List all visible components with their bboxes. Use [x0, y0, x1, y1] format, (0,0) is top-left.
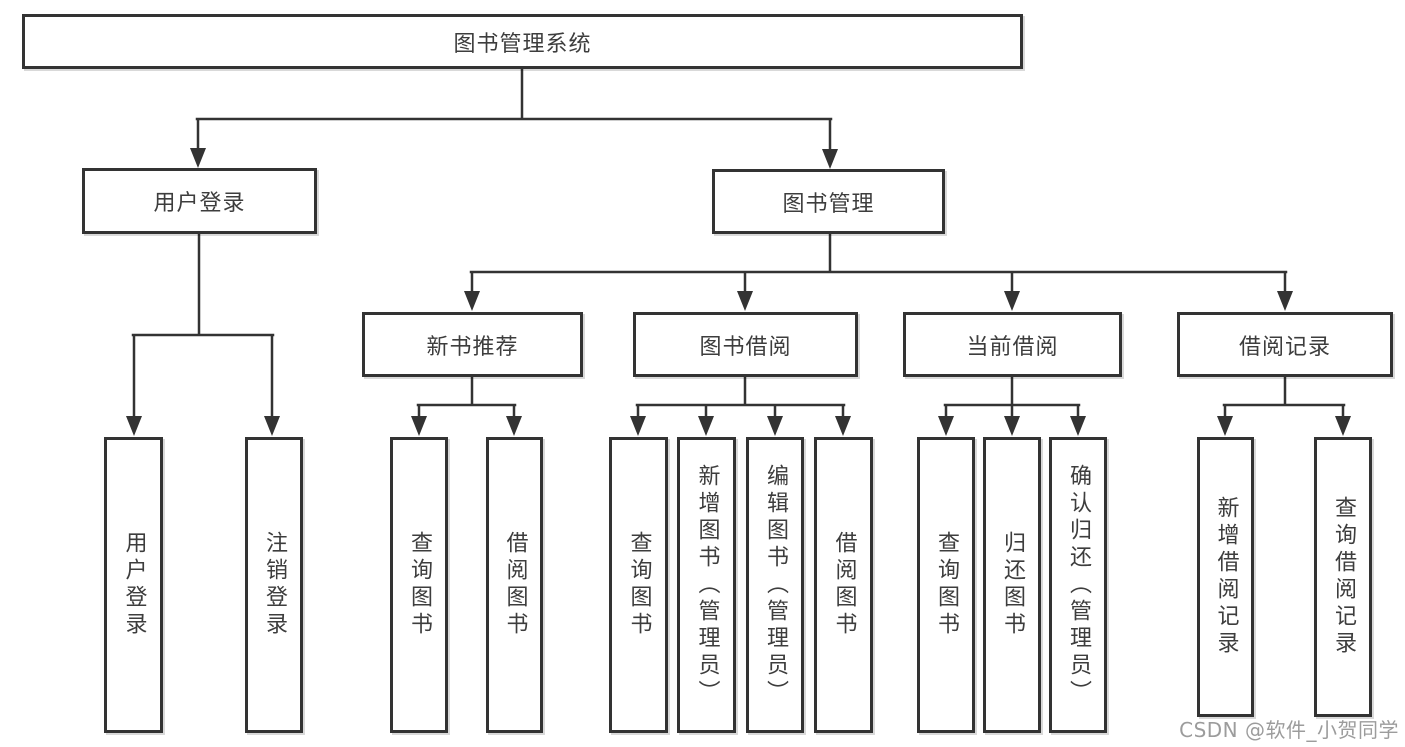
node-nb-borrow-books-label: 借阅图书: [502, 531, 528, 639]
node-bb-edit-books-admin-label: 编辑图书（管理员）: [763, 463, 788, 707]
node-bb-query-books: 查询图书: [609, 437, 668, 733]
node-logout-action-label: 注销登录: [262, 531, 287, 639]
node-root-label: 图书管理系统: [453, 31, 592, 57]
node-cb-confirm-return-admin-label: 确认归还（管理员）: [1066, 463, 1091, 707]
node-bb-edit-books-admin: 编辑图书（管理员）: [746, 437, 804, 733]
node-book-borrowing-label: 图书借阅: [699, 334, 792, 360]
node-borrowing-records-label: 借阅记录: [1238, 334, 1331, 360]
node-br-query-record-label: 查询借阅记录: [1331, 496, 1356, 658]
connector-user-login-children: [126, 232, 280, 436]
connector-new-book-children: [411, 375, 522, 436]
connector-root-to-level2: [190, 67, 838, 169]
node-nb-query-books: 查询图书: [390, 437, 448, 733]
node-cb-return-books: 归还图书: [983, 437, 1041, 733]
node-new-book-recommendation-label: 新书推荐: [426, 334, 519, 360]
node-current-borrowing-label: 当前借阅: [966, 334, 1059, 360]
node-bb-add-books-admin-label: 新增图书（管理员）: [694, 463, 720, 707]
node-root: 图书管理系统: [22, 14, 1023, 69]
node-borrowing-records: 借阅记录: [1177, 312, 1393, 377]
connector-current-borrowing-children: [938, 375, 1086, 436]
node-user-login-action: 用户登录: [104, 437, 163, 733]
node-nb-query-books-label: 查询图书: [407, 531, 432, 639]
node-current-borrowing: 当前借阅: [903, 312, 1122, 377]
node-user-login: 用户登录: [82, 168, 317, 234]
node-cb-confirm-return-admin: 确认归还（管理员）: [1049, 437, 1107, 733]
watermark: CSDN @软件_小贺同学: [1179, 718, 1399, 742]
node-nb-borrow-books: 借阅图书: [486, 437, 543, 733]
node-book-management-label: 图书管理: [782, 191, 875, 217]
connector-borrowing-records-children: [1217, 375, 1351, 436]
node-cb-query-books: 查询图书: [917, 437, 975, 733]
connector-book-borrowing-children: [630, 375, 851, 436]
node-bb-add-books-admin: 新增图书（管理员）: [677, 437, 736, 733]
connector-book-management-level3: [464, 232, 1293, 311]
node-cb-return-books-label: 归还图书: [1000, 531, 1025, 639]
node-bb-query-books-label: 查询图书: [626, 531, 652, 639]
node-br-query-record: 查询借阅记录: [1314, 437, 1372, 717]
node-logout-action: 注销登录: [245, 437, 303, 733]
node-book-borrowing: 图书借阅: [633, 312, 858, 377]
node-user-login-action-label: 用户登录: [121, 531, 147, 639]
node-bb-borrow-books-label: 借阅图书: [831, 531, 857, 639]
node-br-add-record-label: 新增借阅记录: [1213, 496, 1239, 658]
node-bb-borrow-books: 借阅图书: [814, 437, 873, 733]
node-book-management: 图书管理: [712, 169, 945, 234]
node-new-book-recommendation: 新书推荐: [362, 312, 583, 377]
node-user-login-label: 用户登录: [153, 191, 246, 216]
node-cb-query-books-label: 查询图书: [934, 531, 959, 639]
node-br-add-record: 新增借阅记录: [1197, 437, 1254, 717]
